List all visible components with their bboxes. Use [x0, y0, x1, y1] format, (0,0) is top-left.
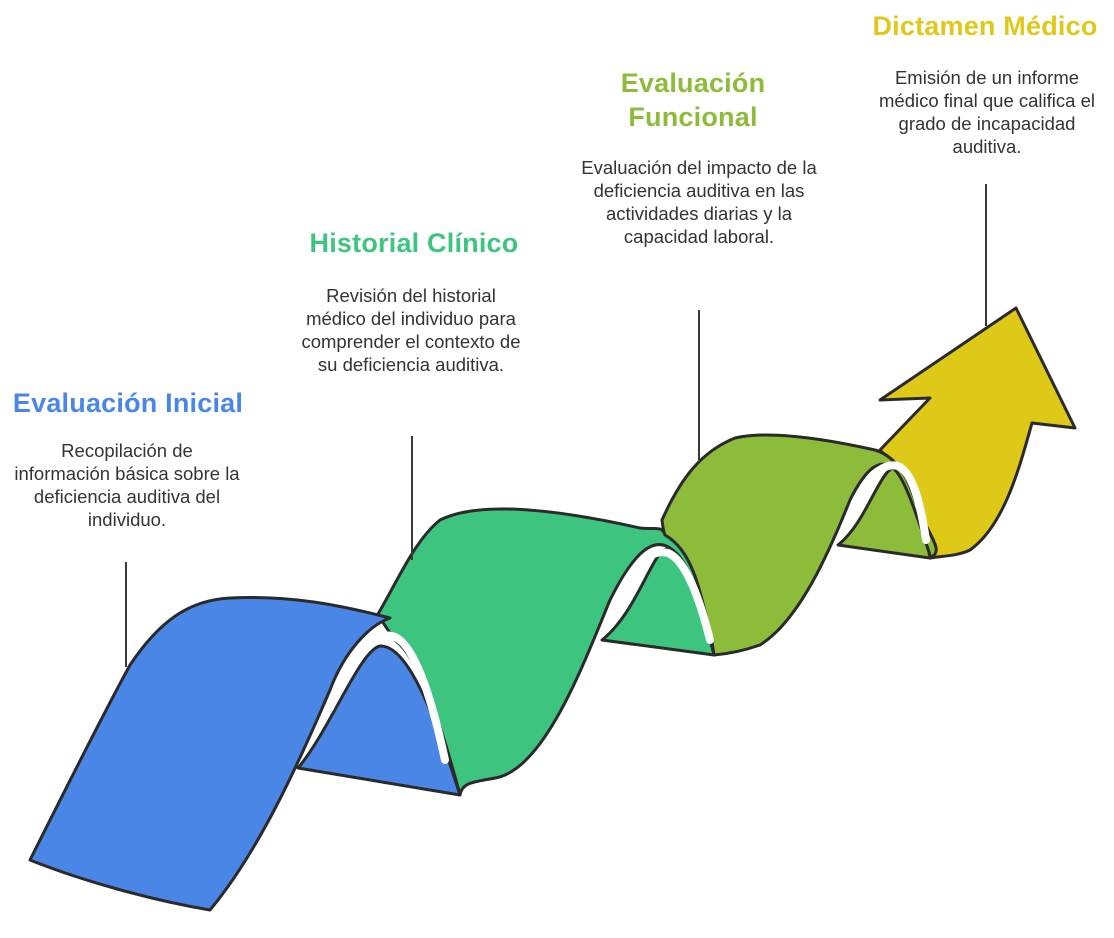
stage-title-funcional: Evaluación Funcional — [620, 68, 766, 132]
stage-description-dictamen: Emisión de un informe médico final que c… — [879, 67, 1095, 157]
stage-title-inicial: Evaluación Inicial — [12, 388, 244, 418]
callout-line-funcional — [698, 310, 700, 460]
ribbon-segment-inicial — [28, 596, 392, 912]
callout-line-historial — [411, 436, 413, 560]
callout-line-inicial — [125, 562, 127, 667]
stage-title-historial: Historial Clínico — [309, 228, 519, 258]
stage-description-funcional: Evaluación del impacto de la deficiencia… — [581, 157, 817, 247]
fold-highlight-2 — [608, 548, 714, 644]
stage-title-dictamen: Dictamen Médico — [872, 11, 1098, 41]
fold-highlight-1 — [326, 631, 449, 764]
ribbon-segment-historial — [376, 507, 716, 797]
stage-description-historial: Revisión del historial médico del indivi… — [301, 285, 521, 375]
stage-description-inicial: Recopilación de información básica sobre… — [14, 440, 240, 530]
callout-line-dictamen — [985, 184, 987, 326]
fold-highlight-3 — [848, 461, 930, 544]
